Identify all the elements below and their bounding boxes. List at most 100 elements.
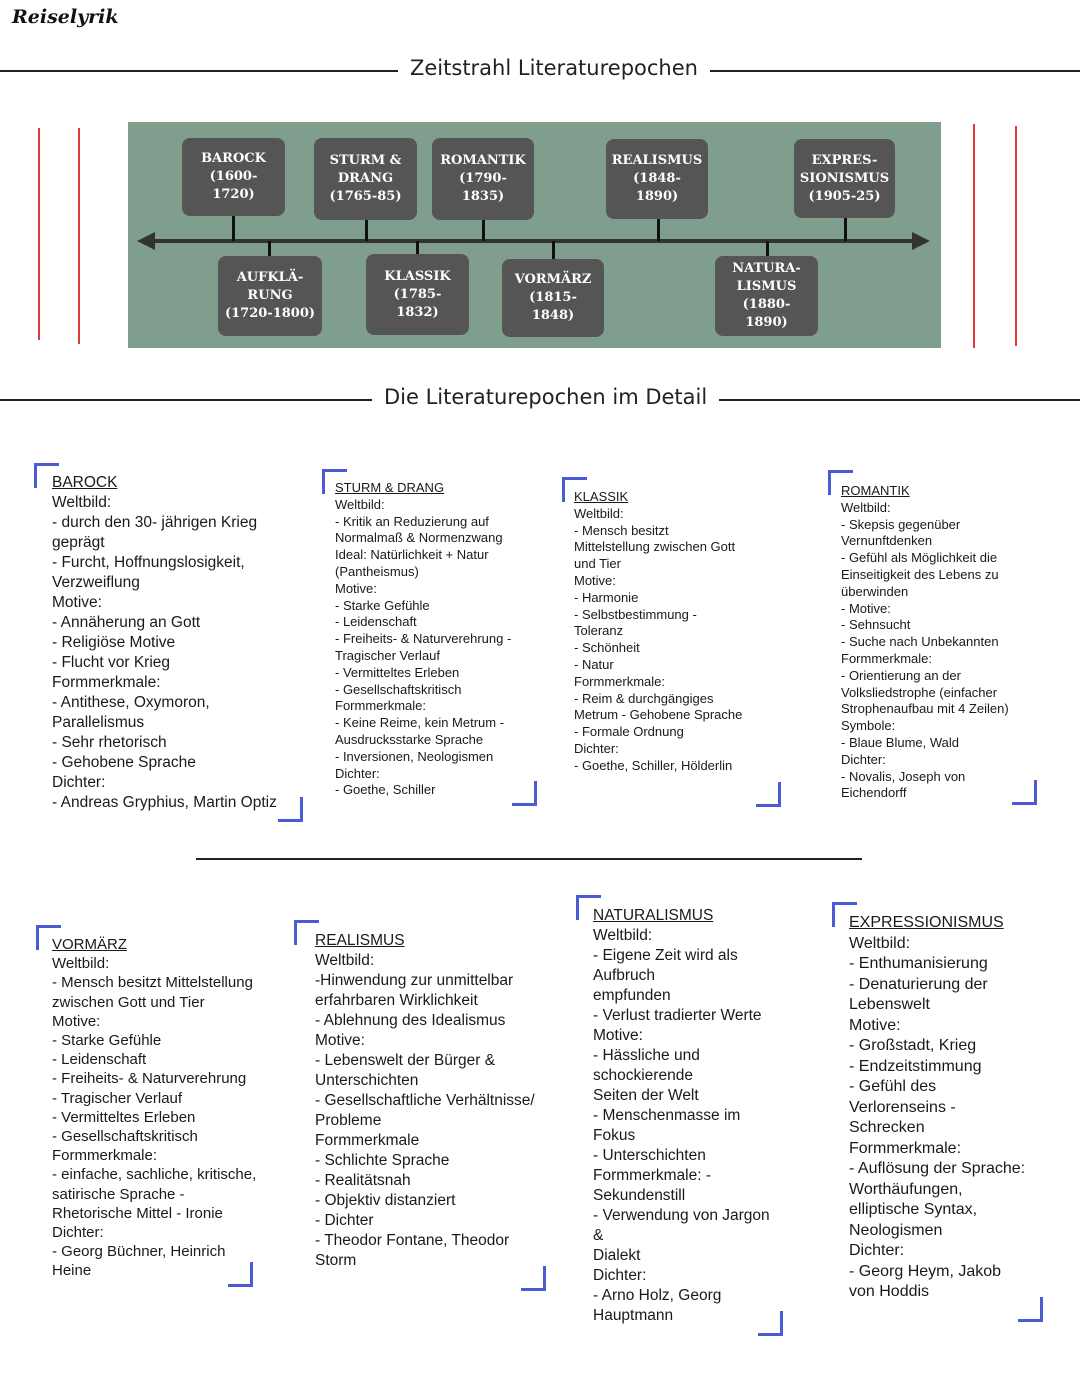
card-line: zwischen Gott und Tier bbox=[52, 993, 205, 1011]
card-line: Weltbild: bbox=[841, 499, 891, 515]
card-line: Toleranz bbox=[574, 623, 624, 639]
card-line: & bbox=[593, 1227, 604, 1244]
card-line: Normalmaß & Normenzwang bbox=[335, 530, 503, 546]
card-line: - Starke Gefühle bbox=[52, 1032, 162, 1050]
card-line: Dichter: bbox=[52, 1224, 104, 1242]
card-line: - Enthumanisierung bbox=[849, 955, 988, 972]
tick bbox=[482, 220, 485, 241]
card-line: Neologismen bbox=[849, 1221, 943, 1239]
card-line: - Formale Ordnung bbox=[574, 724, 684, 740]
card-line: - Objektiv distanziert bbox=[315, 1192, 456, 1209]
card-line: - Goethe, Schiller, Hölderlin bbox=[574, 757, 733, 773]
card-line: - Keine Reime, kein Metrum - bbox=[335, 715, 505, 731]
card-line: - Gehobene Sprache bbox=[52, 754, 196, 771]
card-expressionismus: EXPRESSIONISMUS Weltbild: - Enthumanisieru… bbox=[849, 913, 1025, 1303]
card-line: Dichter: bbox=[52, 774, 106, 791]
bracket-bottom-right bbox=[521, 1266, 546, 1291]
bracket-bottom-right bbox=[278, 797, 303, 822]
card-line: - Gesellschaftliche Verhältnisse/ bbox=[315, 1092, 535, 1109]
card-line: Dichter: bbox=[841, 751, 886, 767]
card-title: REALISMUS bbox=[315, 932, 405, 949]
card-line: - Verwendung von Jargon bbox=[593, 1207, 770, 1224]
card-line: Weltbild: bbox=[52, 494, 112, 511]
epoch-barock: BAROCK(1600-1720) bbox=[182, 138, 285, 216]
epoch-vormaerz: VORMÄRZ(1815-1848) bbox=[502, 259, 604, 337]
card-title: EXPRESSIONISMUS bbox=[849, 914, 1004, 931]
card-line: - Goethe, Schiller bbox=[335, 782, 436, 798]
card-line: elliptische Syntax, bbox=[849, 1201, 978, 1218]
epoch-aufklaerung: AUFKLÄ-RUNG(1720-1800) bbox=[218, 256, 322, 336]
arrow-right-icon bbox=[912, 232, 930, 250]
tick bbox=[232, 216, 235, 241]
card-line: - Ablehnung des Idealismus bbox=[315, 1012, 506, 1029]
card-title: KLASSIK bbox=[574, 489, 629, 504]
epoch-naturalismus: NATURA-LISMUS(1880-1890) bbox=[715, 256, 818, 336]
red-line-right-1 bbox=[973, 124, 975, 348]
card-line: von Hoddis bbox=[849, 1283, 930, 1300]
card-line: - Gefühl des bbox=[849, 1078, 937, 1095]
card-line: Ideal: Natürlichkeit + Natur bbox=[335, 547, 489, 563]
card-line: - Georg Heym, Jakob bbox=[849, 1262, 1002, 1280]
card-line: Motive: bbox=[849, 1016, 901, 1034]
card-line: - Natur bbox=[574, 656, 614, 672]
card-line: Weltbild: bbox=[335, 496, 385, 512]
card-line: Mittelstellung zwischen Gott bbox=[574, 539, 736, 555]
card-title: STURM & DRANG bbox=[335, 480, 445, 495]
card-line: Formmerkmale: bbox=[841, 650, 933, 666]
card-line: Ausdrucksstarke Sprache bbox=[335, 731, 484, 747]
arrow-left-icon bbox=[137, 232, 155, 250]
card-line: Fokus bbox=[593, 1127, 636, 1144]
bracket-top-left bbox=[562, 477, 587, 502]
card-line: - Theodor Fontane, Theodor bbox=[315, 1232, 510, 1249]
card-line: - durch den 30- jährigen Krieg bbox=[52, 514, 258, 531]
card-line: - Motive: bbox=[841, 600, 891, 616]
card-line: Weltbild: bbox=[52, 955, 110, 973]
card-line: - Großstadt, Krieg bbox=[849, 1037, 977, 1054]
card-line: - Gefühl als Möglichkeit die bbox=[841, 550, 998, 566]
card-line: Weltbild: bbox=[849, 934, 911, 952]
tick bbox=[552, 241, 555, 260]
card-line: empfunden bbox=[593, 987, 671, 1004]
timeline-axis bbox=[150, 239, 915, 243]
card-line: Probleme bbox=[315, 1112, 382, 1129]
card-line: Parallelismus bbox=[52, 714, 145, 731]
bracket-top-left bbox=[294, 920, 319, 945]
epoch-realismus: REALISMUS(1848-1890) bbox=[606, 139, 708, 219]
card-line: Dichter: bbox=[593, 1267, 647, 1284]
card-line: Motive: bbox=[574, 572, 616, 588]
card-line: - Denaturierung der bbox=[849, 975, 988, 993]
card-line: - Reim & durchgängiges bbox=[574, 690, 714, 706]
card-line: Weltbild: bbox=[593, 927, 653, 944]
card-line: - Hässliche und bbox=[593, 1047, 700, 1064]
card-line: Aufbruch bbox=[593, 967, 656, 984]
card-line: Formmerkmale: bbox=[52, 1147, 158, 1165]
card-title: VORMÄRZ bbox=[52, 936, 127, 953]
red-line-left-1 bbox=[38, 128, 40, 340]
card-line: geprägt bbox=[52, 534, 105, 551]
bracket-bottom-right bbox=[228, 1262, 253, 1287]
card-line: - Realitätsnah bbox=[315, 1172, 411, 1189]
card-line: Sekundenstill bbox=[593, 1187, 686, 1204]
tick bbox=[844, 218, 847, 241]
card-line: - Skepsis gegenüber bbox=[841, 516, 961, 532]
card-line: Storm bbox=[315, 1252, 357, 1269]
card-line: Strophenaufbau mit 4 Zeilen) bbox=[841, 701, 1009, 717]
card-line: satirische Sprache - bbox=[52, 1185, 185, 1203]
bracket-top-left bbox=[36, 925, 61, 950]
card-line: Unterschichten bbox=[315, 1072, 419, 1089]
card-line: Seiten der Welt bbox=[593, 1087, 699, 1104]
card-line: - Novalis, Joseph von bbox=[841, 768, 966, 784]
card-line: Formmerkmale: bbox=[335, 698, 427, 714]
logo-signature: Reiselyrik bbox=[12, 6, 119, 28]
card-line: Formmerkmale: bbox=[574, 673, 666, 689]
card-line: -Hinwendung zur unmittelbar bbox=[315, 972, 514, 989]
card-line: Verlorenseins - bbox=[849, 1098, 956, 1116]
card-line: Volksliedstrophe (einfacher bbox=[841, 684, 998, 700]
card-line: - Vermitteltes Erleben bbox=[335, 664, 460, 680]
card-line: Weltbild: bbox=[574, 505, 624, 521]
bracket-top-left bbox=[322, 469, 347, 494]
card-line: - Mensch besitzt Mittelstellung bbox=[52, 974, 253, 992]
timeline-title: Zeitstrahl Literaturepochen bbox=[398, 56, 710, 80]
card-line: und Tier bbox=[574, 556, 621, 572]
